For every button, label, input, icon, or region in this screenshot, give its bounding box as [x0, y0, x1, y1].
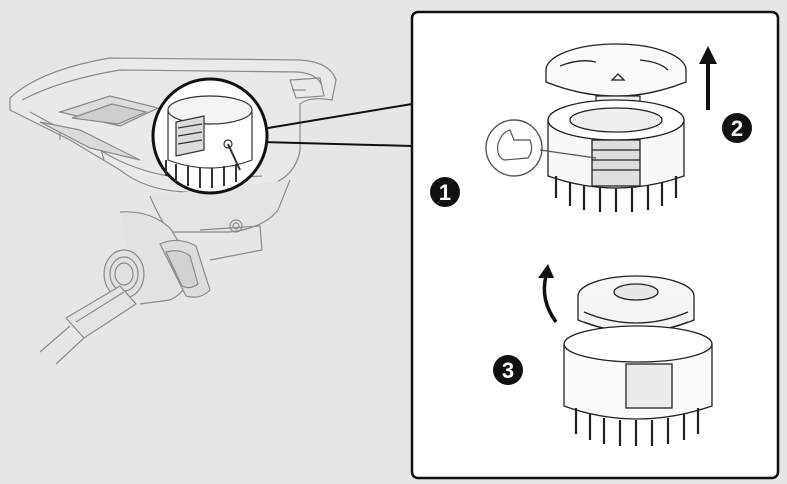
step-number-1: 1	[439, 180, 451, 205]
spool-base-top	[547, 99, 685, 212]
arrow-up-icon	[699, 46, 717, 110]
magnified-spool-callout	[151, 77, 269, 195]
step-badge-2: 2	[722, 113, 752, 143]
step-number-3: 3	[502, 358, 514, 383]
thumb-press-icon	[485, 119, 597, 177]
step-number-2: 2	[731, 116, 743, 141]
callout-connector	[261, 103, 413, 147]
spool-base-rotating	[563, 275, 713, 446]
curved-arrow-icon	[538, 264, 558, 324]
step-badge-1: 1	[430, 177, 460, 207]
spool-cover-lifted	[545, 43, 687, 97]
step-badge-3: 3	[493, 355, 523, 385]
